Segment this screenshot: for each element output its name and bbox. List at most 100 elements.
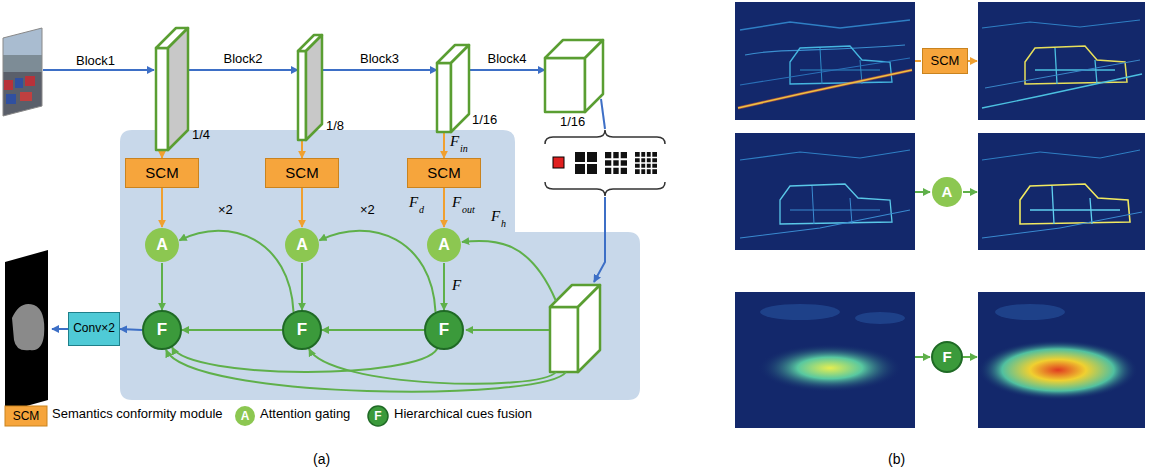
circle-shape-part [427,228,461,262]
feature-map: 1/8 [298,35,322,140]
legend-text: Hierarchical cues fusion [394,407,532,421]
pyramid-pooling-symbols-part [553,157,564,168]
panel-b-arrows-part [963,356,977,358]
brace-part [545,130,665,144]
flow-arrows [43,70,605,392]
heatmap-fusion-after [978,292,1145,428]
symbol-label: F [491,208,500,225]
scm-box: SCM [922,48,968,74]
node-label: SCM [285,165,318,182]
output-mask-part [12,304,44,350]
scm-box: SCM [265,158,339,188]
connector-arrow [319,231,435,312]
flow-arrows-part [52,328,69,330]
panel-b-arrows-part [963,191,977,193]
heatmap-edges-before [735,2,915,120]
pyramid-pooling-symbols-part [605,152,627,174]
circle-shape-part [143,311,181,349]
panel-b-arrows [915,61,977,357]
legend-samples-part [368,406,388,426]
feature-map-block-part [451,45,469,132]
feature-map-block-part [585,40,603,112]
attention-gate: A [284,227,320,263]
decoder-feature-block-part [578,285,600,372]
fusion-node: F [424,310,464,350]
heatmap-edges-after-part [1035,48,1115,84]
node-label: SCM [931,54,960,68]
fusion-node: F [931,341,963,373]
heatmap-attention-before-part [740,150,910,160]
node-label: SCM [427,165,460,182]
symbol-label: h [501,218,506,229]
scm-box: SCM [125,158,199,188]
heatmap-edges-before-part [738,70,912,108]
node-label: A [156,236,168,254]
edge-label: Block4 [487,52,526,66]
node-label: 1/16 [560,115,585,129]
pyramid-pooling-symbols-part [575,152,597,174]
node-label: F [942,349,951,366]
circle-shape-part [145,228,179,262]
heatmap-attention-before [735,133,915,250]
circle-shape-part [285,228,319,262]
connector-arrow [322,329,424,331]
input-photo-part-part [0,72,45,120]
pyramid-pooling-symbols-part [635,152,657,174]
pyramid-pooling-symbols [553,152,657,174]
connector-arrow [443,132,445,158]
connector-arrow [443,188,445,227]
text-label: A [235,406,255,426]
node-label: 1/16 [472,113,497,127]
heatmap-edges-before-part [738,70,912,108]
feature-map: 1/4 [156,28,188,150]
legend-samples-part [235,406,255,426]
brace [545,130,665,196]
feature-map-block [437,45,469,132]
feature-map: 1/16 [545,40,603,112]
heatmap-fusion-before-part [735,292,915,428]
node-label: A [296,236,308,254]
flow-arrows-part [466,329,549,331]
symbol-label: out [462,204,475,215]
node-label: F [297,321,307,340]
node-label: SCM [145,165,178,182]
connector-arrow [322,69,437,71]
connector-arrow [120,329,142,330]
text-label: F [368,406,388,426]
pyramid-pooling-symbols-part [605,152,627,174]
text-label: (b) [888,452,905,467]
edge-label: Block3 [360,52,399,66]
decoder-feature-block-part [550,307,578,372]
legend-samples [5,406,388,426]
input-photo-part [0,20,45,120]
panel-b-arrows-part [915,191,930,193]
input-photo-part-part [20,92,32,101]
edge-label: Block2 [223,52,262,66]
connector-arrow [179,231,293,312]
heatmap-edges-before-part [740,20,910,30]
symbol-label: F [452,194,461,211]
feature-map-block-part [306,35,322,140]
input-photo-part-part [25,76,35,86]
attention-gate: A [426,227,462,263]
scm-box: SCM [407,158,481,188]
input-photo [0,20,45,120]
connector-arrow [301,188,303,227]
connector-arrow [182,329,282,331]
heatmap-attention-before-part [780,184,892,224]
connector-arrow [301,140,303,158]
input-photo-part [3,28,42,116]
circle-shape-part [932,177,962,207]
legend-text: Attention gating [260,407,350,421]
feature-map-block [545,40,603,112]
attention-gate: A [931,176,963,208]
flow-arrows-part [462,241,556,301]
connector-arrow [161,263,163,310]
heatmap-attention-before-part [740,210,910,238]
blue-region-part [120,130,640,400]
input-photo-part-part [4,80,13,90]
input-photo-part-part [0,20,45,60]
flow-arrows-part [601,99,605,129]
text-label: SCM [5,406,47,426]
heatmap-edges-before-part [735,2,915,120]
